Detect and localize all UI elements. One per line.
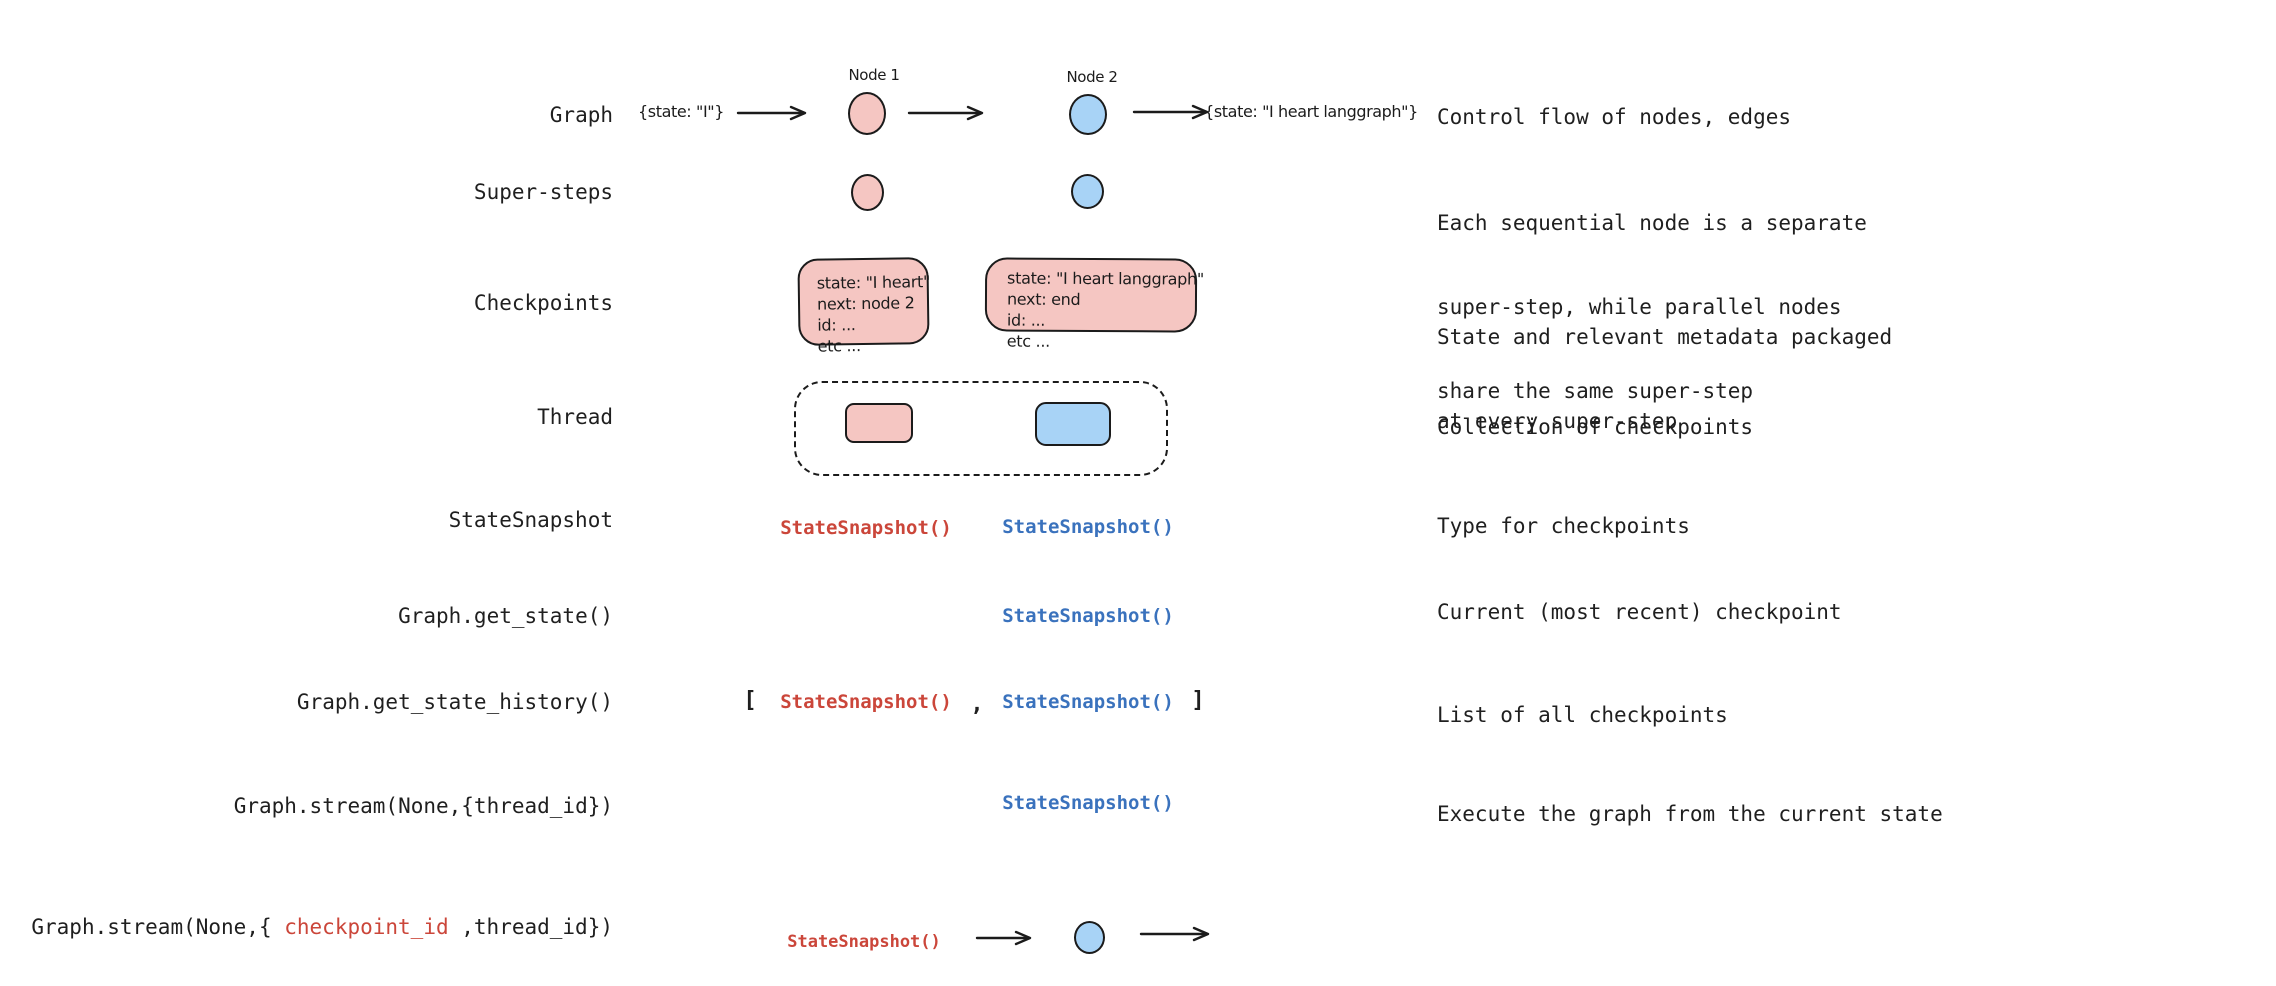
checkpoint-box-blue: state: "I heart langgraph" next: end id:… <box>984 257 1204 351</box>
input-state-text: {state: "I"} <box>637 102 725 121</box>
row-label-stream-checkpoint: Graph.stream(None,{ checkpoint_id ,threa… <box>31 915 613 939</box>
checkpoint-id-highlight: checkpoint_id <box>284 915 449 939</box>
state-snapshot-blue-token: StateSnapshot() <box>1002 605 1174 627</box>
super-step-pink-circle-icon <box>851 174 884 211</box>
checkpoint-box-pink: state: "I heart" next: node 2 id: ... et… <box>797 257 930 356</box>
output-state-text: {state: "I heart langgraph"} <box>1204 102 1418 121</box>
node2-label: Node 2 <box>1066 68 1118 86</box>
row-label-thread: Thread <box>537 405 613 429</box>
node2-circle-icon <box>1069 94 1107 135</box>
arrow-icon <box>975 930 1032 946</box>
row-desc-thread: Collection of checkpoints <box>1437 415 1754 439</box>
row-desc-super-steps: Each sequential node is a separate super… <box>1437 211 1867 403</box>
row-desc-state-snapshot: Type for checkpoints <box>1437 514 1690 538</box>
state-snapshot-red-token: StateSnapshot() <box>780 691 952 713</box>
row-label-checkpoints: Checkpoints <box>473 291 613 315</box>
row-desc-checkpoints: State and relevant metadata packaged at … <box>1437 325 1893 433</box>
row-label-get-state-history: Graph.get_state_history() <box>296 690 613 714</box>
node1-label: Node 1 <box>848 66 900 84</box>
row-label-graph: Graph <box>549 103 613 127</box>
list-open-bracket: [ <box>743 688 757 713</box>
arrow-icon <box>907 105 984 121</box>
replay-blue-circle-icon <box>1074 921 1105 954</box>
row-label-stream-thread: Graph.stream(None,{thread_id}) <box>233 794 613 818</box>
row-desc-get-state: Current (most recent) checkpoint <box>1437 600 1842 624</box>
state-snapshot-blue-token: StateSnapshot() <box>1002 792 1174 814</box>
row-desc-graph: Control flow of nodes, edges <box>1437 105 1792 129</box>
state-snapshot-red-token: StateSnapshot() <box>780 517 952 539</box>
super-step-blue-circle-icon <box>1071 174 1104 209</box>
state-snapshot-blue-token: StateSnapshot() <box>1002 516 1174 538</box>
list-comma: , <box>970 692 984 717</box>
row-desc-get-state-history: List of all checkpoints <box>1437 703 1728 727</box>
arrow-icon <box>1139 926 1210 942</box>
row-label-get-state: Graph.get_state() <box>398 604 613 628</box>
row-desc-stream-checkpoint: Re-play the graph. Steps BEFORE the chec… <box>1437 927 2246 986</box>
arrow-icon <box>736 105 807 121</box>
state-snapshot-red-token: StateSnapshot() <box>787 932 941 952</box>
state-snapshot-blue-token: StateSnapshot() <box>1002 691 1174 713</box>
row-label-state-snapshot: StateSnapshot <box>448 508 613 532</box>
arrow-icon <box>1132 104 1209 120</box>
thread-pink-checkpoint-icon <box>845 403 913 443</box>
list-close-bracket: ] <box>1191 688 1205 713</box>
thread-blue-checkpoint-icon <box>1035 402 1111 446</box>
node1-circle-icon <box>848 92 886 135</box>
thread-dashed-outline <box>794 381 1168 476</box>
row-desc-stream-thread: Execute the graph from the current state <box>1437 802 1943 826</box>
row-label-super-steps: Super-steps <box>473 180 613 204</box>
